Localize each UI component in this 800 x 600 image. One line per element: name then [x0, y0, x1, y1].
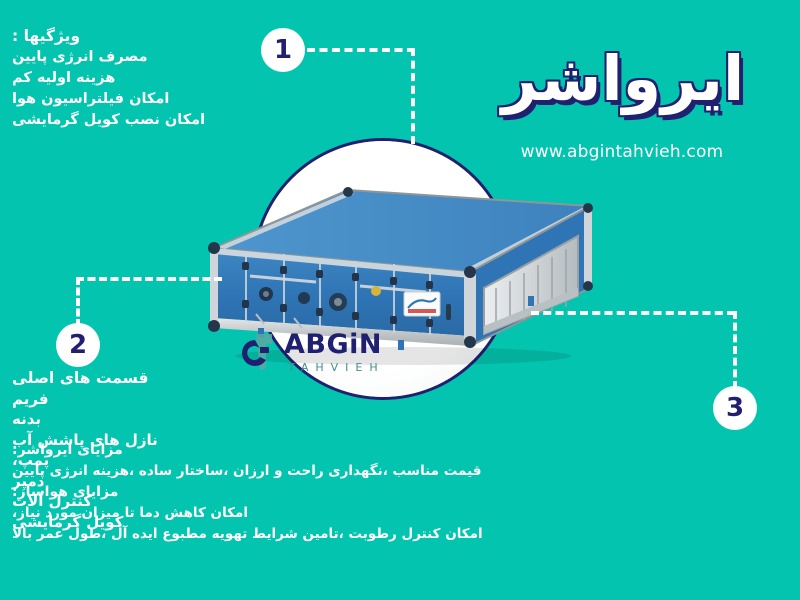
main-parts-item-6: کویل گرمایشی: [12, 512, 124, 531]
main-parts-heading: قسمت های اصلی: [12, 369, 149, 387]
abgin-logo-mark: [236, 332, 280, 372]
main-parts-item-0: فریم: [12, 389, 49, 408]
air-handling-unit-image: [198, 176, 606, 372]
main-parts-item-5: کنترل آلات: [12, 492, 92, 510]
connector-2-vertical: [76, 277, 80, 327]
airwasher-advantages-heading: مزایای ایرواشر:: [12, 442, 123, 458]
step-badge-1: 1: [261, 28, 305, 72]
airwasher-advantages-line: قیمت مناسب ،نگهداری راحت و ارزان ،ساختار…: [12, 463, 482, 479]
connector-3-vertical: [733, 311, 737, 389]
abgin-logo-subword: TAHVIEH: [288, 361, 385, 374]
main-parts-item-1: بدنه: [12, 410, 42, 428]
features-item-0: مصرف انرژی پایین: [12, 49, 148, 65]
advantages-block: مزایای ایرواشر: قیمت مناسب ،نگهداری راحت…: [12, 440, 792, 545]
features-item-2: امکان فیلتراسیون هوا: [12, 91, 170, 107]
ahu-advantages-heading: مزایای هواساز:: [12, 484, 119, 500]
step-badge-3: 3: [713, 386, 757, 430]
features-heading: ویژگیها :: [12, 27, 81, 45]
page-title: ایرواشر: [501, 42, 745, 115]
features-block: ویژگیها : مصرف انرژی پایین هزینه اولیه ک…: [12, 26, 242, 131]
website-url: www.abgintahvieh.com: [520, 142, 724, 162]
connector-1-vertical: [411, 48, 415, 144]
ahu-advantages-line-1: امکان کنترل رطوبت ،تامین شرایط تهویه مطب…: [12, 526, 483, 542]
ahu-advantages-line-0: امکان کاهش دما تا میزان مورد نیاز،: [12, 505, 248, 521]
connector-3-horizontal: [531, 311, 735, 315]
main-parts-item-2: نازل های پاشش آب: [12, 430, 158, 449]
step-badge-2: 2: [56, 323, 100, 367]
features-item-3: امکان نصب کویل گرمایشی: [12, 112, 206, 128]
main-parts-block: قسمت های اصلی فریم بدنه نازل های پاشش آب…: [12, 368, 232, 532]
connector-1-horizontal: [307, 48, 415, 52]
abgin-logo-wordmark: ABGiN: [284, 329, 382, 360]
features-item-1: هزینه اولیه کم: [12, 70, 116, 86]
connector-2-horizontal: [76, 277, 222, 281]
main-parts-item-4: دمپر: [12, 471, 45, 490]
main-parts-item-3: پمپ،: [12, 451, 50, 469]
abgin-logo: ABGiN TAHVIEH: [236, 330, 416, 384]
